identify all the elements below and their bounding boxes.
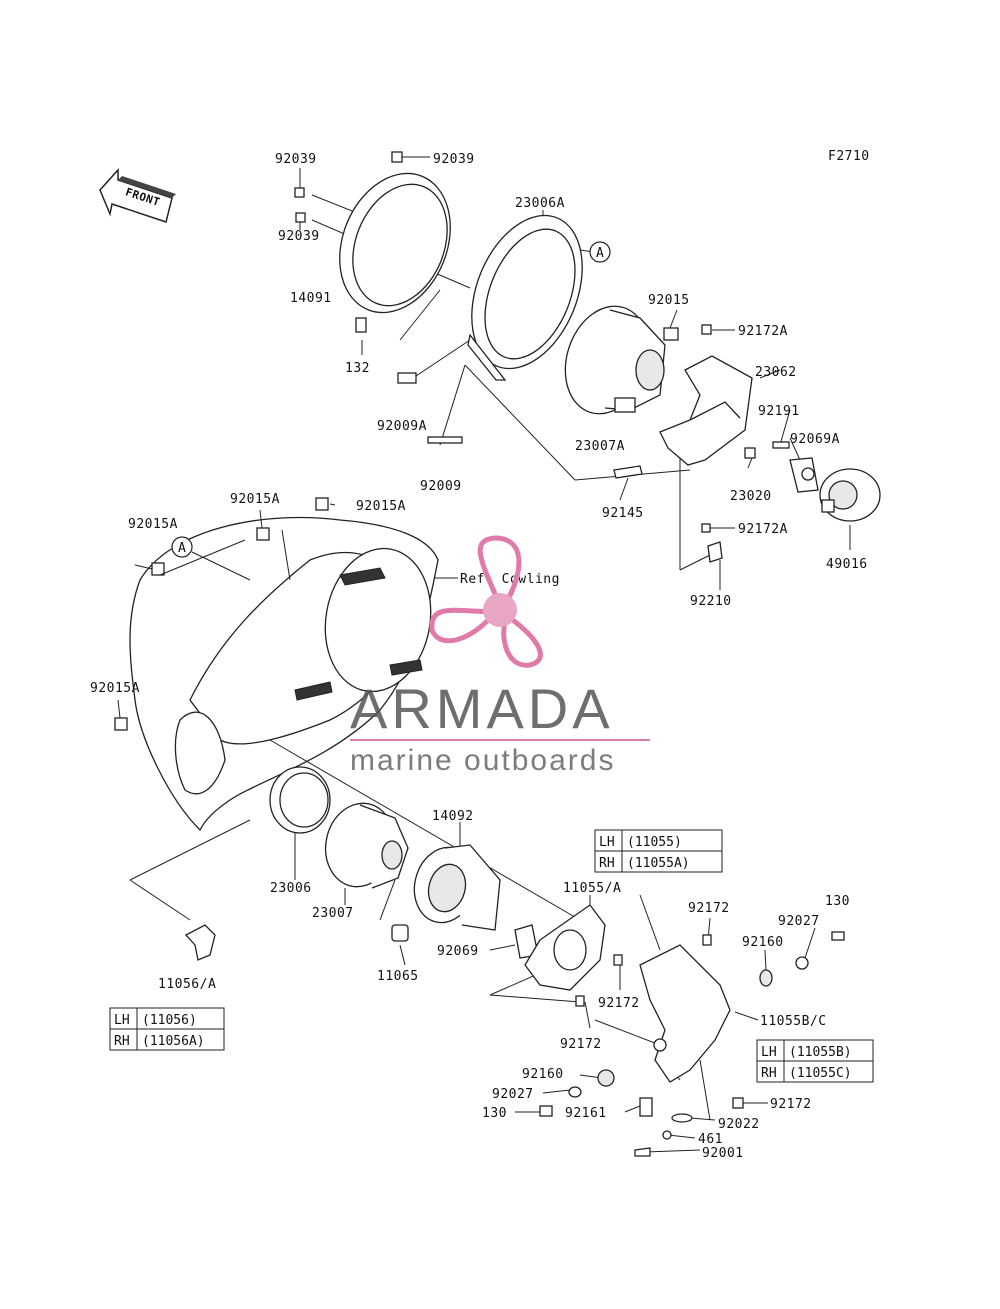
- table2-rh-val: (11055C): [789, 1066, 852, 1081]
- label-92027-1: 92027: [778, 914, 820, 929]
- label-49016: 49016: [826, 557, 868, 572]
- label-92015A-3: 92015A: [356, 499, 406, 514]
- front-arrow-icon: FRONT: [99, 168, 176, 223]
- label-23020: 23020: [730, 489, 772, 504]
- label-11055BC: 11055B/C: [760, 1014, 827, 1029]
- cap-49016: [819, 468, 881, 522]
- part-11056A: [184, 924, 216, 961]
- label-92191: 92191: [758, 404, 800, 419]
- table3-rh: RH: [114, 1034, 130, 1049]
- label-92172A-bot: 92172A: [738, 522, 788, 537]
- label-92001: 92001: [702, 1146, 744, 1161]
- label-92172-1: 92172: [688, 901, 730, 916]
- table3-rh-val: (11056A): [142, 1034, 205, 1049]
- label-92039-top: 92039: [433, 152, 475, 167]
- part-92210: [707, 541, 723, 563]
- watermark: ARMADA marine outboards: [350, 535, 650, 777]
- watermark-tagline: marine outboards: [350, 744, 615, 777]
- fasteners-lower: [539, 931, 845, 1157]
- cowling-assembly: Ref. Cowling A: [129, 516, 560, 832]
- lh-rh-table-11055bc: LH (11055B) RH (11055C): [756, 1039, 874, 1083]
- figure-code: F2710: [828, 149, 870, 164]
- label-92027-2: 92027: [492, 1087, 534, 1102]
- label-92015A-4: 92015A: [90, 681, 140, 696]
- label-130-2: 130: [482, 1106, 507, 1121]
- callout-a-lower: A: [178, 541, 186, 556]
- table2-lh-val: (11055B): [789, 1045, 852, 1060]
- table1-rh-val: (11055A): [627, 856, 690, 871]
- bracket-11055BC: [639, 944, 731, 1083]
- label-23062: 23062: [755, 365, 797, 380]
- label-23006A: 23006A: [515, 196, 565, 211]
- label-92022: 92022: [718, 1117, 760, 1132]
- label-92039-a: 92039: [275, 152, 317, 167]
- ring-23006: [269, 766, 331, 834]
- headlight-23007: [324, 802, 409, 889]
- label-461: 461: [698, 1132, 723, 1147]
- label-14092: 14092: [432, 809, 474, 824]
- table3-lh-val: (11056): [142, 1013, 197, 1028]
- leader-lines-lower: [129, 739, 839, 1153]
- rim-14091: [339, 172, 451, 314]
- label-23006: 23006: [270, 881, 312, 896]
- part-labels: 92039 92039 92039 23006A 14091 132 92009…: [90, 152, 868, 1161]
- label-130-1: 130: [825, 894, 850, 909]
- label-92069A: 92069A: [790, 432, 840, 447]
- callout-a-upper: A: [596, 246, 604, 261]
- table3-lh: LH: [114, 1013, 130, 1028]
- table2-lh: LH: [761, 1045, 777, 1060]
- propeller-logo-icon: [429, 535, 543, 668]
- label-92172-4: 92172: [770, 1097, 812, 1112]
- label-92160-2: 92160: [522, 1067, 564, 1082]
- table1-rh: RH: [599, 856, 615, 871]
- bracket-11055A: [524, 904, 606, 991]
- label-11055A: 11055/A: [563, 881, 621, 896]
- headlight-23007A: [564, 305, 666, 415]
- watermark-brand: ARMADA: [350, 677, 614, 740]
- label-92172A-top: 92172A: [738, 324, 788, 339]
- housing-14092: [413, 844, 501, 931]
- label-92172-3: 92172: [560, 1037, 602, 1052]
- label-92009: 92009: [420, 479, 462, 494]
- label-11065: 11065: [377, 969, 419, 984]
- label-14091: 14091: [290, 291, 332, 306]
- callout-a-circle: [589, 241, 611, 263]
- table1-lh: LH: [599, 835, 615, 850]
- fasteners-top: [294, 151, 790, 533]
- label-92172-2: 92172: [598, 996, 640, 1011]
- label-92039-b: 92039: [278, 229, 320, 244]
- ref-cowling-label: Ref. Cowling: [460, 572, 560, 587]
- table1-lh-val: (11055): [627, 835, 682, 850]
- label-92069: 92069: [437, 944, 479, 959]
- label-92160-1: 92160: [742, 935, 784, 950]
- label-92015A-2: 92015A: [230, 492, 280, 507]
- lh-rh-table-11055: LH (11055) RH (11055A): [594, 829, 723, 873]
- lh-rh-table-11056: LH (11056) RH (11056A): [109, 1007, 225, 1051]
- nuts-92015A: [114, 497, 336, 731]
- label-23007: 23007: [312, 906, 354, 921]
- label-92210: 92210: [690, 594, 732, 609]
- label-23007A: 23007A: [575, 439, 625, 454]
- table2-rh: RH: [761, 1066, 777, 1081]
- label-92145: 92145: [602, 506, 644, 521]
- label-132: 132: [345, 361, 370, 376]
- bulb-92069A: [789, 457, 819, 493]
- label-92161: 92161: [565, 1106, 607, 1121]
- label-92009A: 92009A: [377, 419, 427, 434]
- label-92015: 92015: [648, 293, 690, 308]
- label-92015A-1: 92015A: [128, 517, 178, 532]
- label-11056A: 11056/A: [158, 977, 216, 992]
- ring-23006A: A: [467, 214, 611, 381]
- bracket-23062: [659, 355, 753, 466]
- part-11065: [391, 924, 409, 942]
